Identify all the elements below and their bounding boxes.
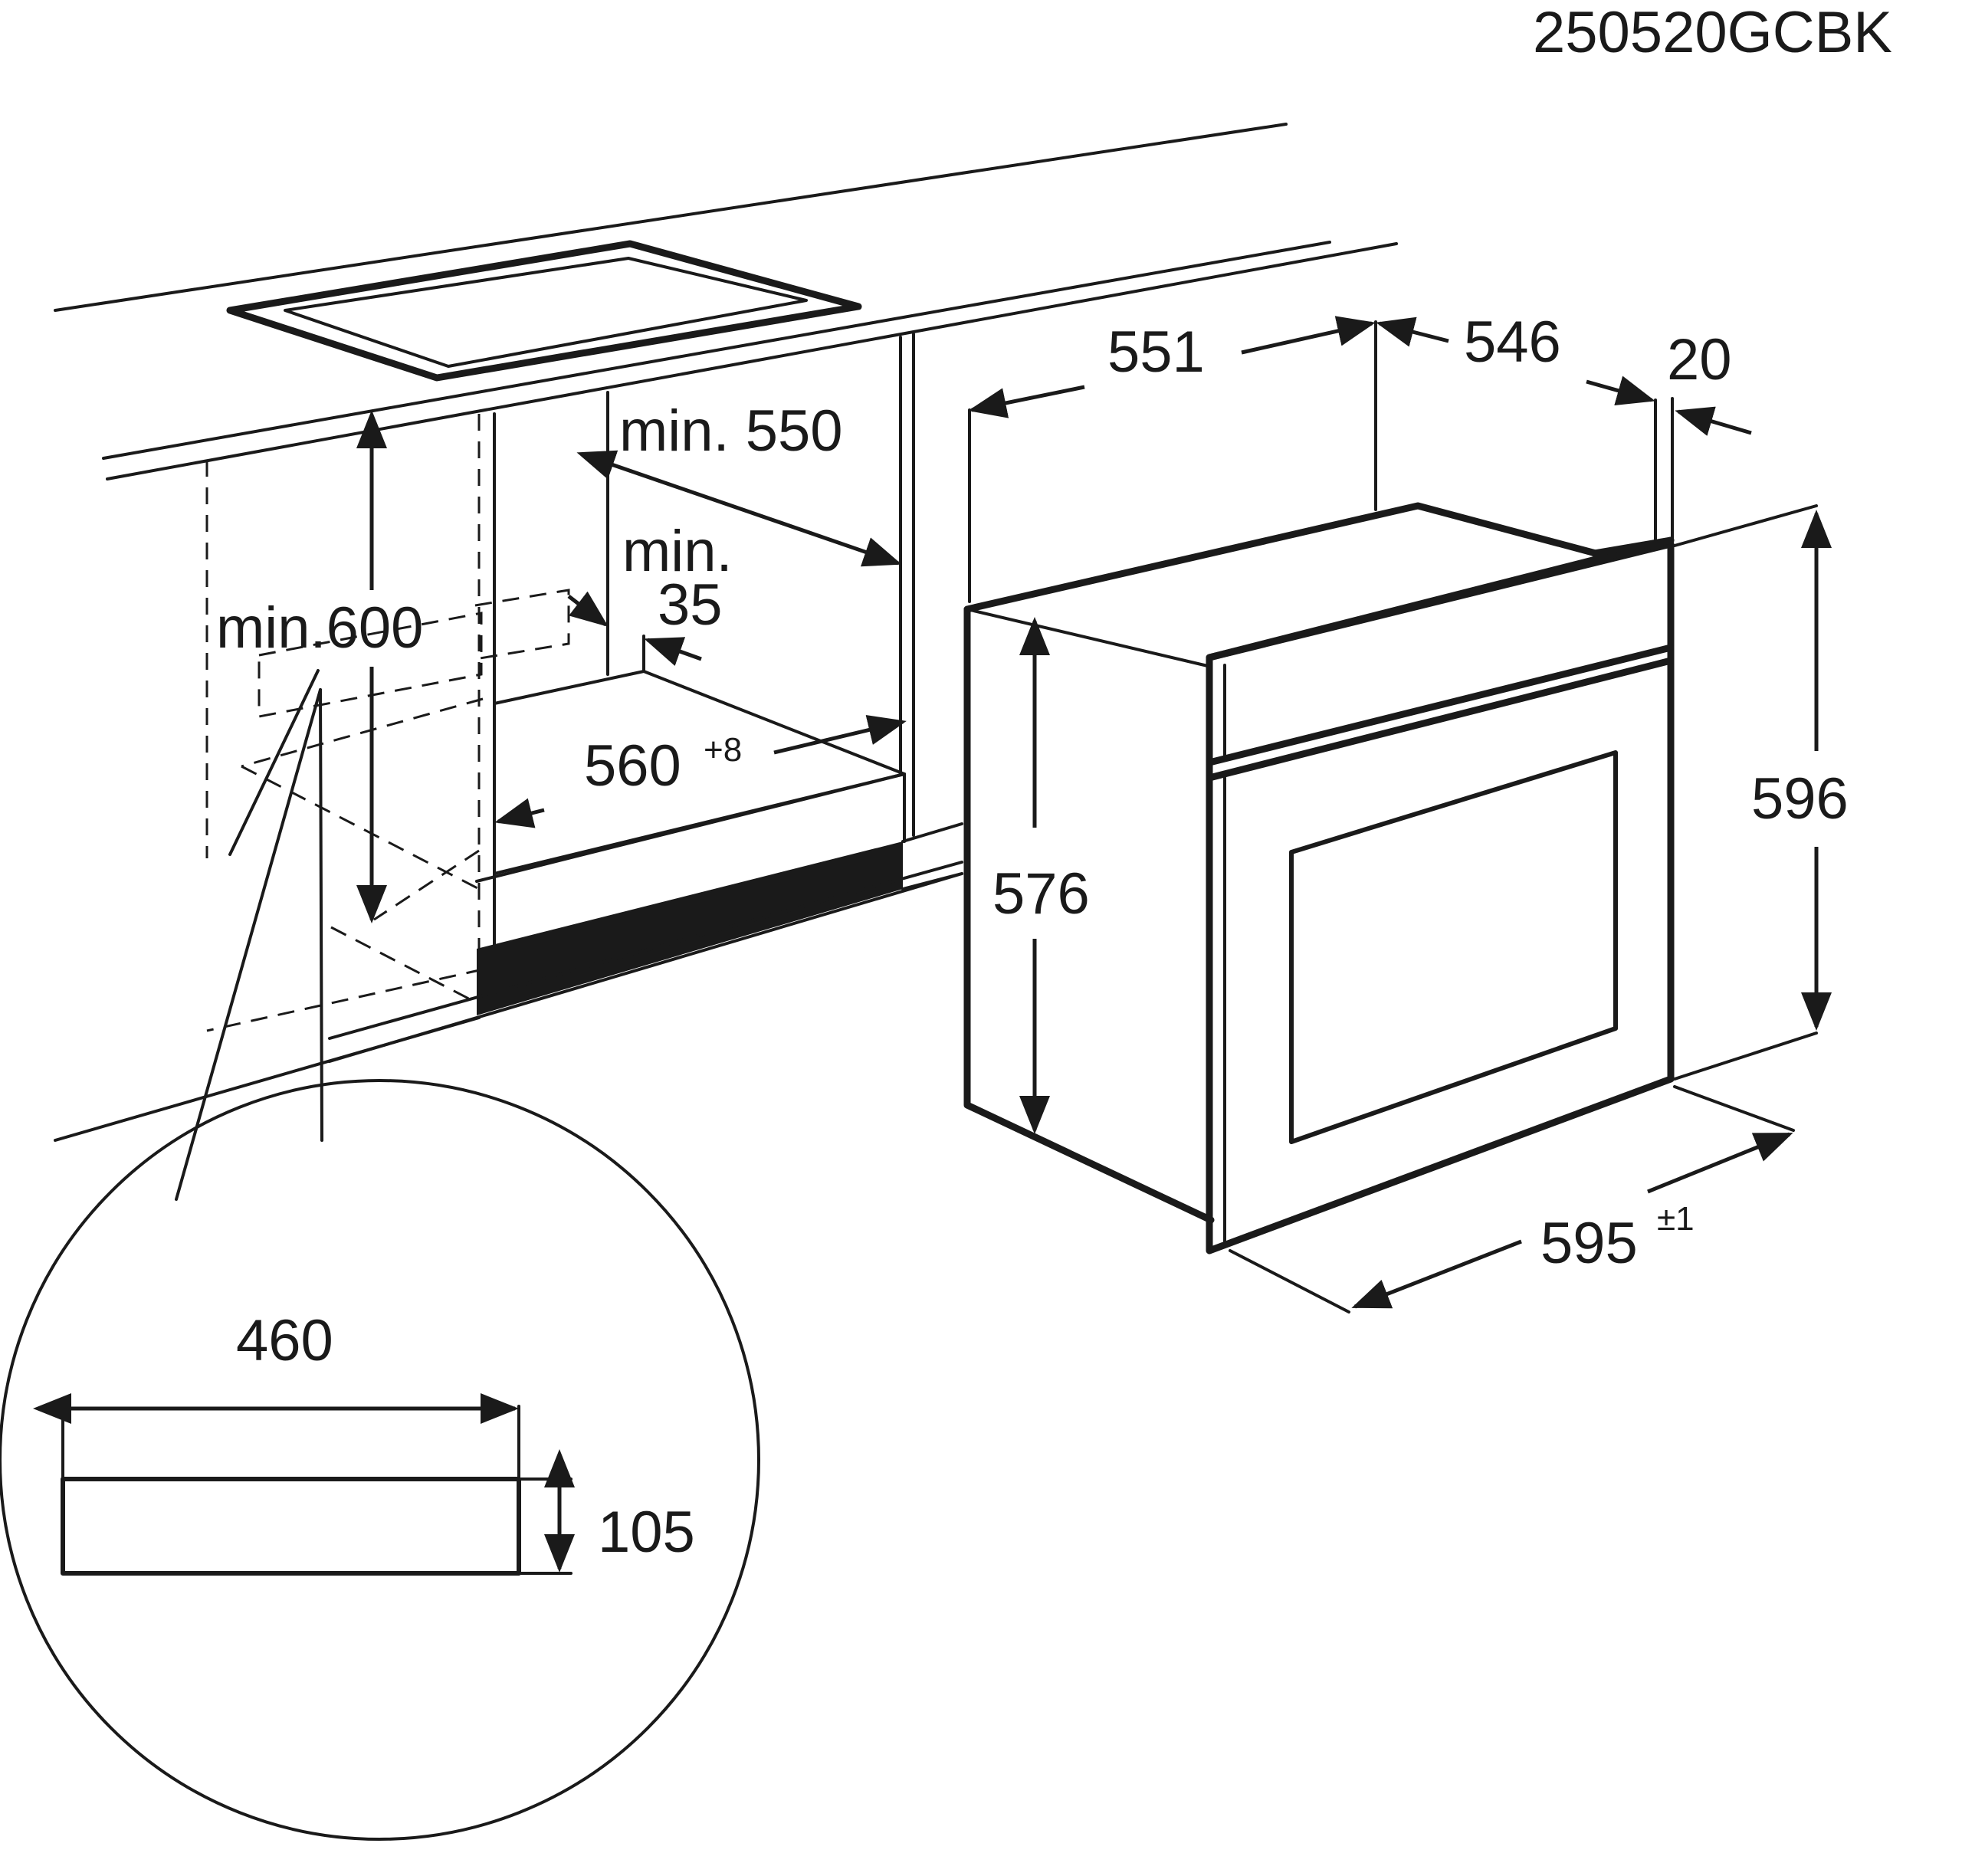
label-oven-front-thickness: 20 bbox=[1667, 327, 1732, 392]
label-oven-depth-total: 551 bbox=[1107, 320, 1205, 385]
label-cabinet-height: min.600 bbox=[216, 595, 423, 661]
hob bbox=[226, 240, 862, 382]
label-oven-width: 595 bbox=[1540, 1211, 1638, 1276]
label-oven-depth-body: 546 bbox=[1464, 310, 1561, 375]
label-vent-width: 460 bbox=[236, 1308, 333, 1373]
document-code: 250520GCBK bbox=[1533, 0, 1892, 65]
label-oven-front-height: 596 bbox=[1751, 766, 1849, 831]
worktop bbox=[54, 123, 1398, 480]
label-cabinet-depth: min. 550 bbox=[619, 398, 843, 464]
label-cabinet-width-tolerance: +8 bbox=[704, 731, 742, 769]
label-cabinet-width: 560 bbox=[584, 733, 681, 799]
label-gap-top-line1: min. bbox=[622, 519, 733, 584]
label-oven-width-tolerance: ±1 bbox=[1657, 1200, 1695, 1238]
label-oven-body-height: 576 bbox=[992, 861, 1090, 927]
oven bbox=[963, 502, 1675, 1254]
dimension-lines bbox=[356, 316, 1832, 1314]
cabinet bbox=[54, 333, 963, 1142]
vent-detail-callout bbox=[0, 669, 760, 1841]
label-vent-height: 105 bbox=[598, 1500, 695, 1565]
label-gap-top-line2: 35 bbox=[658, 572, 723, 638]
